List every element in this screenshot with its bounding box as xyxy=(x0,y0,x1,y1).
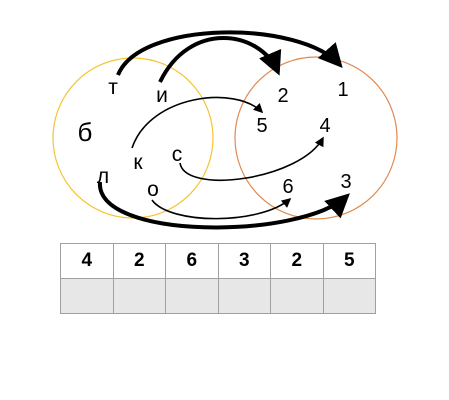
answer-grid: 4 2 6 3 2 5 xyxy=(60,243,376,314)
answer-row xyxy=(60,278,376,314)
arrow-l-to-3 xyxy=(97,181,350,230)
arrow-s-to-4 xyxy=(179,136,324,181)
letter-k: к xyxy=(133,151,143,174)
digit-3: 3 xyxy=(340,171,351,193)
sequence-cell: 2 xyxy=(112,243,166,279)
sequence-cell: 3 xyxy=(217,243,271,279)
arrow-t-to-1 xyxy=(116,30,343,76)
answer-cell[interactable] xyxy=(322,278,376,314)
digit-2: 2 xyxy=(277,85,288,107)
answer-cell[interactable] xyxy=(270,278,324,314)
sequence-cell: 5 xyxy=(322,243,376,279)
venn-diagram: т и б к с л о 1 2 5 4 6 3 xyxy=(52,30,398,230)
digit-6: 6 xyxy=(282,176,293,198)
answer-cell[interactable] xyxy=(112,278,166,314)
letter-t: т xyxy=(108,76,118,99)
arrow-k-to-5 xyxy=(131,96,264,149)
letter-s: с xyxy=(172,143,183,166)
arrow-o-to-6 xyxy=(151,197,292,220)
answer-cell[interactable] xyxy=(60,278,114,314)
answer-cell[interactable] xyxy=(217,278,271,314)
digit-1: 1 xyxy=(337,79,348,101)
right-circle xyxy=(234,56,398,220)
sequence-cell: 4 xyxy=(60,243,114,279)
sequence-cell: 6 xyxy=(165,243,219,279)
answer-cell[interactable] xyxy=(165,278,219,314)
letter-b: б xyxy=(78,117,93,147)
digit-4: 4 xyxy=(319,115,330,137)
sequence-cell: 2 xyxy=(270,243,324,279)
sequence-row: 4 2 6 3 2 5 xyxy=(60,243,376,279)
letter-i: и xyxy=(156,84,168,107)
letter-o: о xyxy=(147,178,159,201)
letter-l: л xyxy=(97,165,109,188)
arrow-i-to-2 xyxy=(158,36,282,83)
digit-5: 5 xyxy=(256,115,267,137)
